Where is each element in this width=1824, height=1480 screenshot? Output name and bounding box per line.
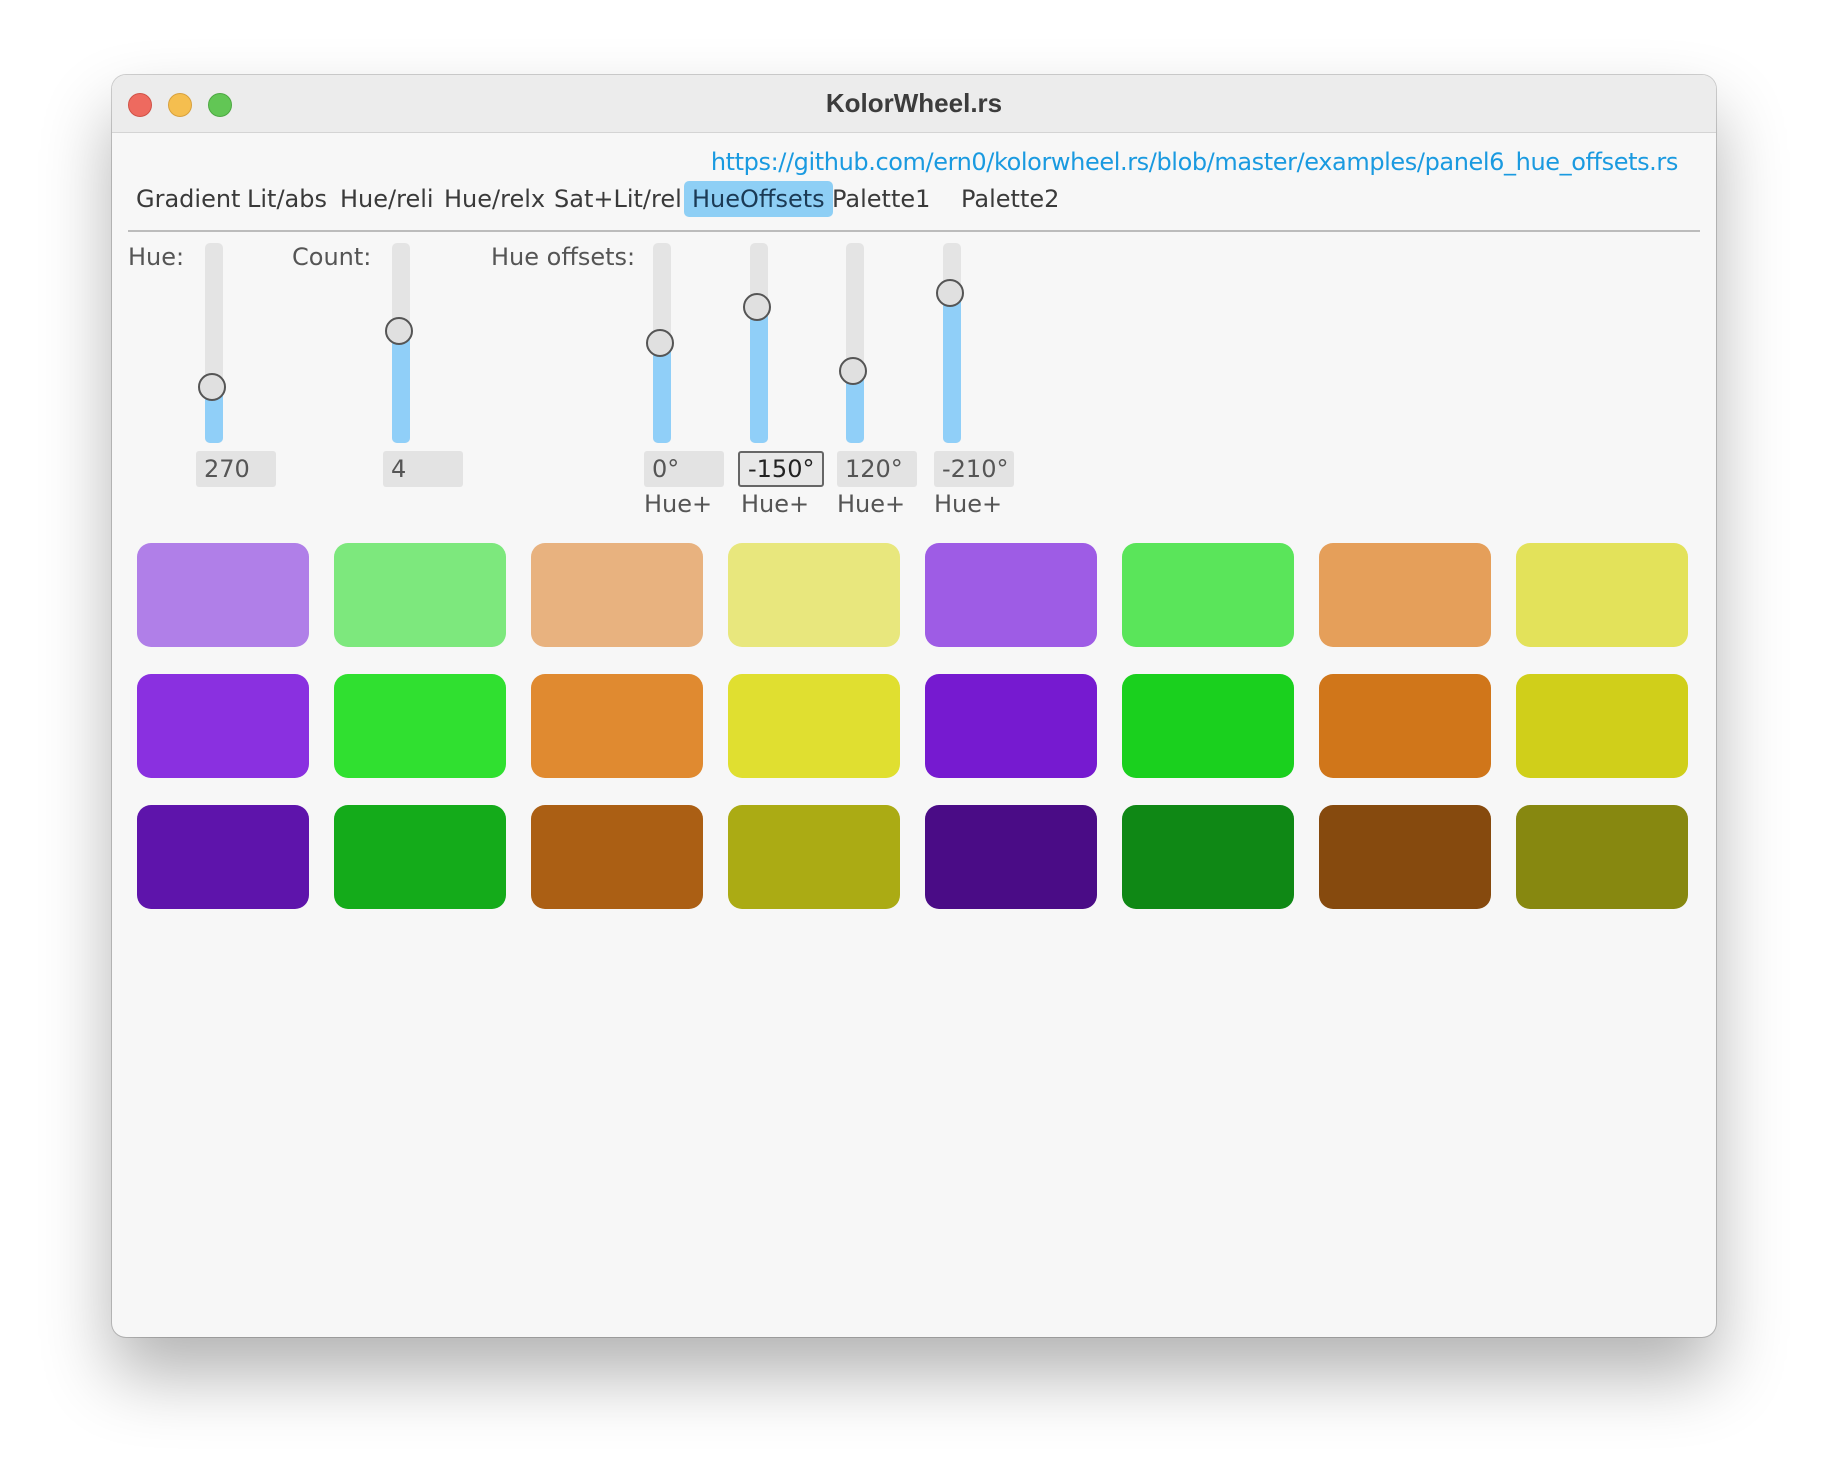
tab-palette1[interactable]: Palette1 <box>832 185 931 213</box>
color-swatch <box>925 674 1097 778</box>
color-swatch <box>334 543 506 647</box>
source-link[interactable]: https://github.com/ern0/kolorwheel.rs/bl… <box>710 148 1679 176</box>
hue-label: Hue: <box>128 243 185 271</box>
color-swatch <box>728 805 900 909</box>
color-swatch <box>137 674 309 778</box>
offset-slider-4-handle[interactable] <box>936 279 964 307</box>
color-swatch <box>531 805 703 909</box>
tab-hue-relx[interactable]: Hue/relx <box>444 185 546 213</box>
hue-slider[interactable] <box>198 243 226 443</box>
count-slider-fill <box>392 331 410 443</box>
maximize-window-button[interactable] <box>208 93 232 117</box>
color-swatch <box>925 805 1097 909</box>
offset-slider-2-fill <box>750 307 768 443</box>
color-swatch <box>1319 805 1491 909</box>
offset-4-mode-label[interactable]: Hue+ <box>934 490 1003 518</box>
color-swatch <box>1516 543 1688 647</box>
offset-slider-1[interactable] <box>646 243 674 443</box>
color-swatch <box>334 805 506 909</box>
offset-2-mode-label[interactable]: Hue+ <box>741 490 810 518</box>
offset-slider-4-fill <box>943 293 961 443</box>
color-swatch <box>1319 674 1491 778</box>
offset-1-value-field[interactable]: 0° <box>644 451 724 487</box>
close-window-button[interactable] <box>128 93 152 117</box>
color-swatch <box>728 543 900 647</box>
tab-hue-reli[interactable]: Hue/reli <box>340 185 434 213</box>
count-slider[interactable] <box>385 243 413 443</box>
color-swatch <box>1516 674 1688 778</box>
offset-slider-4[interactable] <box>936 243 964 443</box>
color-swatch <box>531 543 703 647</box>
tab-gradient[interactable]: Gradient <box>136 185 241 213</box>
offset-slider-2-handle[interactable] <box>743 293 771 321</box>
tab-sat-lit-reli[interactable]: Sat+Lit/reli <box>554 185 689 213</box>
offset-3-value-field[interactable]: 120° <box>837 451 917 487</box>
color-swatch <box>137 543 309 647</box>
window-title: KolorWheel.rs <box>825 88 1003 118</box>
offset-slider-3-handle[interactable] <box>839 357 867 385</box>
minimize-window-button[interactable] <box>168 93 192 117</box>
color-swatch <box>1516 805 1688 909</box>
color-swatch <box>137 805 309 909</box>
count-slider-handle[interactable] <box>385 317 413 345</box>
color-swatch <box>1319 543 1491 647</box>
hue-slider-fill <box>205 387 223 443</box>
hue-slider-handle[interactable] <box>198 373 226 401</box>
color-swatch <box>1122 543 1294 647</box>
offset-slider-1-fill <box>653 343 671 443</box>
tab-lit-abs[interactable]: Lit/abs <box>247 185 327 213</box>
offset-slider-3-fill <box>846 371 864 443</box>
offset-slider-1-handle[interactable] <box>646 329 674 357</box>
offset-2-value-field[interactable]: -150° <box>738 451 824 487</box>
hue-value-field[interactable]: 270 <box>196 451 276 487</box>
count-value-field[interactable]: 4 <box>383 451 463 487</box>
tab-palette2[interactable]: Palette2 <box>961 185 1060 213</box>
count-label: Count: <box>292 243 372 271</box>
color-swatch <box>334 674 506 778</box>
color-swatch <box>1122 674 1294 778</box>
offset-1-mode-label[interactable]: Hue+ <box>644 490 713 518</box>
color-swatch <box>1122 805 1294 909</box>
offset-slider-2[interactable] <box>743 243 771 443</box>
title-bar: KolorWheel.rs <box>112 75 1716 133</box>
color-swatch <box>728 674 900 778</box>
hue-offsets-label: Hue offsets: <box>491 243 636 271</box>
offset-3-mode-label[interactable]: Hue+ <box>837 490 906 518</box>
tab-divider <box>128 230 1700 232</box>
color-swatch <box>531 674 703 778</box>
tab-hue-offsets[interactable]: HueOffsets <box>684 181 833 217</box>
offset-slider-3[interactable] <box>839 243 867 443</box>
offset-4-value-field[interactable]: -210° <box>934 451 1014 487</box>
app-window: KolorWheel.rs https://github.com/ern0/ko… <box>112 75 1716 1337</box>
color-swatch <box>925 543 1097 647</box>
